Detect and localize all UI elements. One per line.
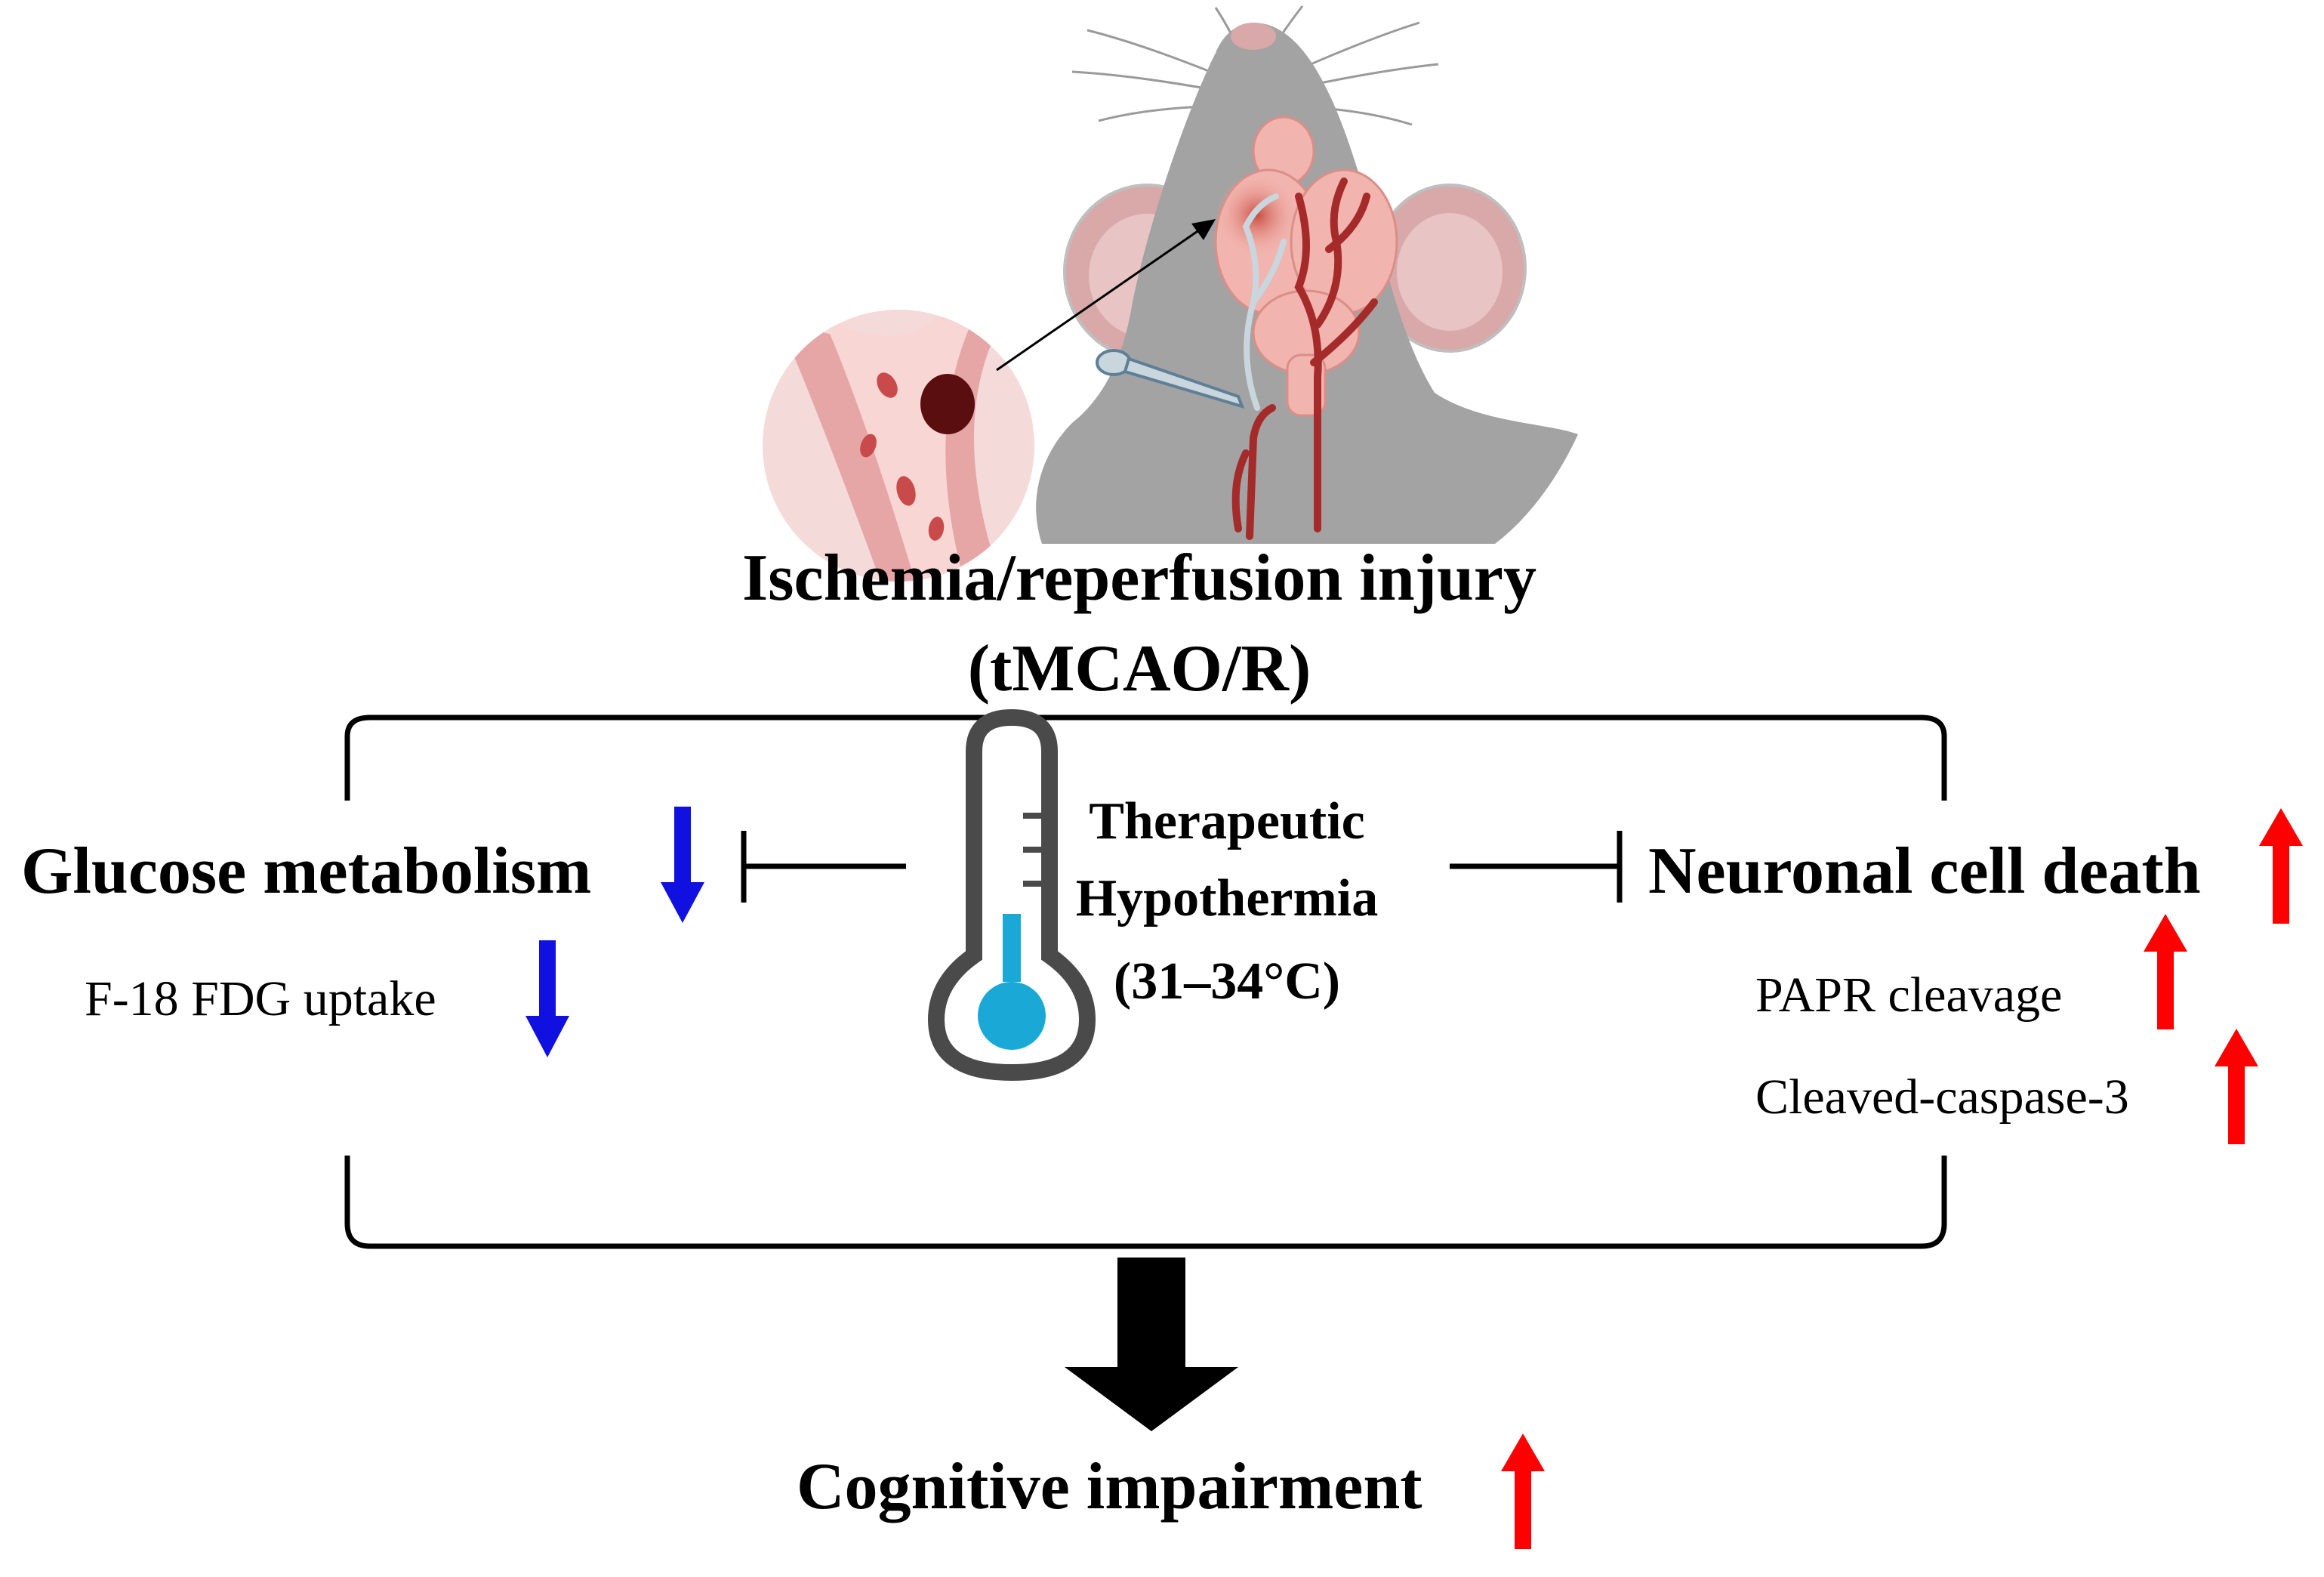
glucose-metabolism-down-arrow: [661, 807, 704, 923]
hypothermia-line2: Hypothermia: [1075, 869, 1379, 927]
injury-model: (tMCAO/R): [967, 632, 1311, 705]
neuronal-cell-death-label: Neuronal cell death: [1648, 835, 2201, 908]
neuronal-cell-death-up-arrow: [2259, 808, 2303, 924]
cognitive-impairment-label: Cognitive impairment: [797, 1450, 1422, 1523]
papr-cleavage-label: PAPR cleavage: [1755, 967, 2063, 1023]
clot-inset: [763, 219, 1216, 582]
brain: [1214, 116, 1398, 417]
glucose-metabolism-label: Glucose metabolism: [21, 835, 592, 908]
hypothermia-temperature: (31–34°C): [1113, 952, 1341, 1011]
mechanism-bracket: [344, 714, 1947, 1249]
fdg-uptake-down-arrow: [526, 940, 569, 1057]
cleaved-caspase-3-up-arrow: [2215, 1029, 2258, 1144]
cleaved-caspase-3-label: Cleaved-caspase-3: [1755, 1069, 2129, 1125]
right-ear-inner: [1397, 213, 1503, 331]
occluded-vessel: [1242, 193, 1287, 411]
mouse-nose: [1231, 23, 1276, 50]
blood-clot: [920, 374, 975, 434]
cognitive-impairment-up-arrow: [1501, 1433, 1545, 1549]
inhibit-left: [741, 831, 906, 903]
outcome-arrow: [1065, 1258, 1238, 1431]
inhibit-right: [1450, 831, 1623, 903]
mouse-illustration: [1036, 5, 1578, 544]
thermometer-icon: [927, 708, 1096, 1082]
ischemic-lesion: [1216, 174, 1299, 257]
cerebral-vessels: [1231, 177, 1378, 540]
inset-pointer-arrow: [996, 225, 1205, 372]
injury-title: Ischemia/reperfusion injury: [742, 542, 1536, 615]
papr-cleavage-up-arrow: [2144, 914, 2187, 1029]
filament-clip: [1096, 349, 1245, 409]
hypothermia-line1: Therapeutic: [1089, 792, 1365, 850]
fdg-uptake-label: F-18 FDG uptake: [85, 971, 436, 1026]
